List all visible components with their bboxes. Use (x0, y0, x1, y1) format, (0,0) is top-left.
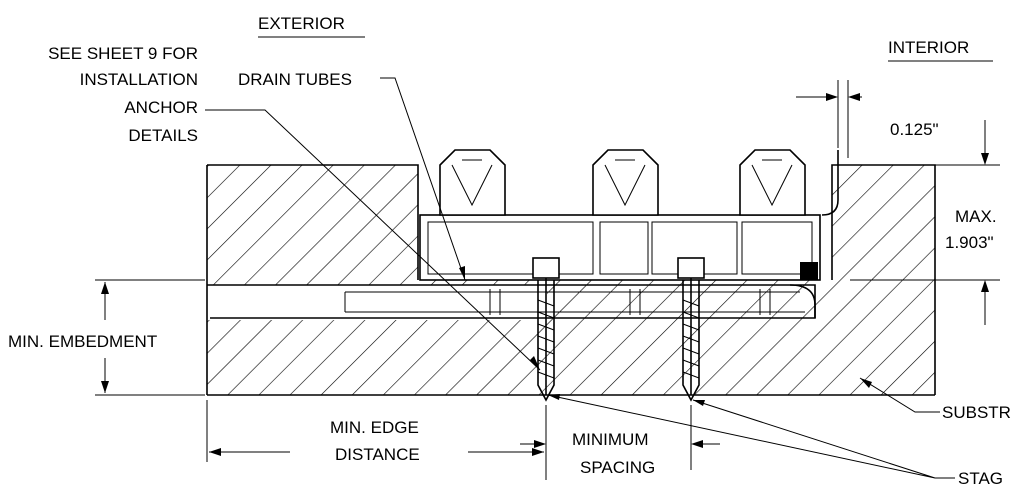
label-edge-2: DISTANCE (335, 445, 420, 464)
label-drain-tubes: DRAIN TUBES (238, 70, 352, 89)
trim-clip (821, 150, 839, 216)
drain-tube-channel (207, 284, 816, 319)
anchor-2 (677, 257, 705, 402)
label-see-sheet-2: INSTALLATION (80, 70, 198, 89)
leaders (205, 77, 955, 479)
label-spacing-1: MINIMUM (572, 430, 648, 449)
label-exterior: EXTERIOR (258, 14, 345, 33)
window-frame (419, 149, 839, 281)
frame-leg-3 (739, 149, 806, 216)
sealant-bead (800, 262, 818, 280)
label-stag: STAG (958, 469, 1003, 487)
label-see-sheet-1: SEE SHEET 9 FOR (48, 44, 198, 63)
label-max-1: MAX. (955, 207, 997, 226)
label-gap: 0.125" (890, 120, 939, 139)
label-interior: INTERIOR (888, 38, 969, 57)
anchor-1 (532, 257, 560, 402)
label-see-sheet-3: ANCHOR (124, 98, 198, 117)
label-substrate: SUBSTR (942, 403, 1011, 422)
label-see-sheet-4: DETAILS (128, 126, 198, 145)
label-spacing-2: SPACING (580, 458, 655, 477)
label-edge-1: MIN. EDGE (330, 418, 419, 437)
frame-leg-1 (439, 149, 506, 216)
labels: EXTERIOR INTERIOR SEE SHEET 9 FOR INSTAL… (8, 14, 1011, 488)
dimensions (95, 80, 1000, 480)
label-max-2: 1.903" (945, 233, 994, 252)
frame-leg-2 (592, 149, 659, 216)
label-min-embedment: MIN. EMBEDMENT (8, 332, 157, 351)
